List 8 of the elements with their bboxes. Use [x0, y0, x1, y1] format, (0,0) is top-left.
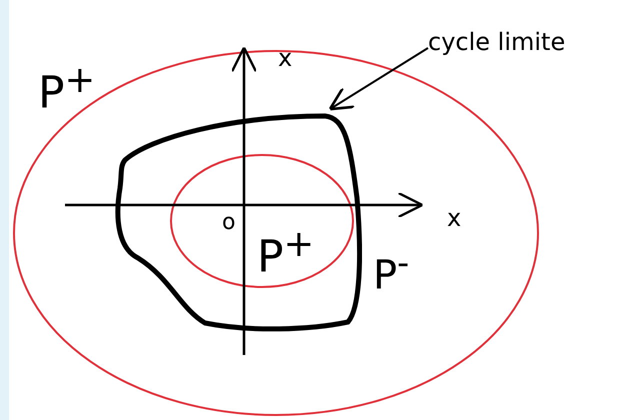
leader-arrow: [328, 47, 429, 110]
region-label: P$^{+}$: [38, 62, 96, 116]
callout-text: cycle limite: [428, 30, 566, 54]
axis-label: x: [447, 206, 462, 230]
region-label: P$^{-}$: [373, 246, 410, 296]
axis-label: x: [278, 46, 292, 70]
origin-label: o: [222, 212, 236, 234]
region-label: P$^{+}$: [257, 226, 314, 280]
